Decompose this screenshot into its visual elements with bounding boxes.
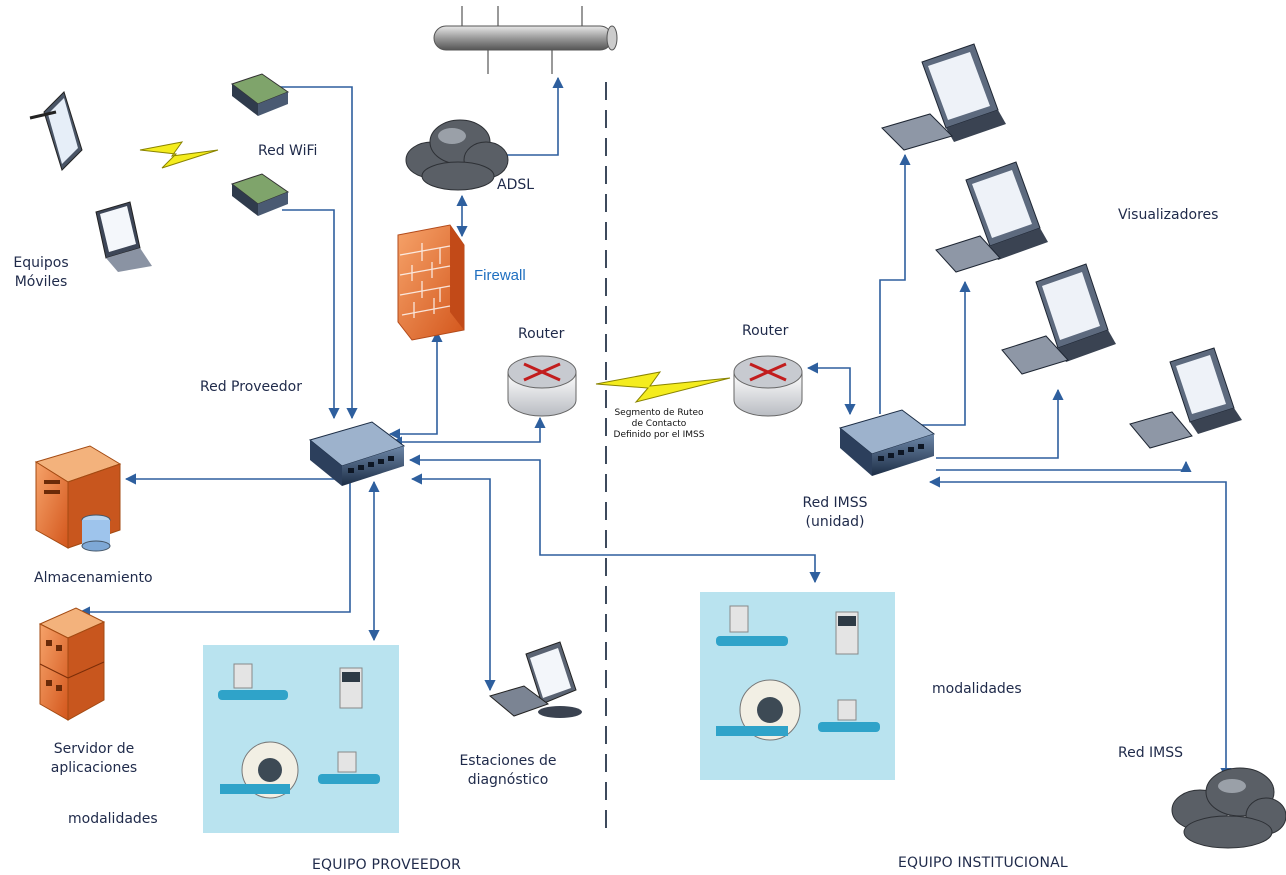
label-red-imss: Red IMSS: [1118, 745, 1184, 761]
label-almacenamiento: Almacenamiento: [34, 570, 153, 586]
link-adsl-pipe: [502, 76, 564, 156]
label-red-imss-unidad-1: Red IMSS: [802, 495, 868, 511]
red-imss-cloud-icon: [1171, 767, 1286, 849]
router-left-icon: [507, 355, 577, 417]
label-servidor-2: aplicaciones: [50, 759, 138, 776]
pc-icon-3: [1001, 263, 1116, 375]
bed-icon-3: [716, 605, 788, 646]
link-switch-pc1: [879, 153, 911, 414]
link-switch-imss-cloud: [928, 476, 1232, 780]
cart-icon-1: [339, 667, 363, 709]
switch-left-icon: [308, 421, 406, 486]
pc-icon-2: [935, 161, 1048, 273]
link-router-switch-right: [806, 362, 856, 416]
label-servidor: Servidor de aplicaciones: [38, 740, 150, 778]
bed-icon-1: [218, 663, 288, 700]
laptop-icon: [95, 201, 152, 272]
label-segmento-1: Segmento de Ruteo: [614, 408, 704, 418]
link-switch-pc2: [908, 280, 971, 426]
label-segmento-2: de Contacto: [631, 418, 687, 429]
label-equipos: Equipos: [13, 255, 69, 271]
tablet-icon: [29, 91, 83, 171]
label-segmento: Segmento de Ruteo de Contacto Definido p…: [604, 408, 714, 440]
ct-scanner-icon: [220, 741, 299, 799]
label-equipo-institucional: EQUIPO INSTITUCIONAL: [898, 855, 1068, 871]
storage-server-icon: [34, 445, 122, 552]
wireless-lightning-icon: [139, 141, 219, 169]
wifi-router-icon-2: [230, 173, 290, 216]
link-switch-pc3: [936, 388, 1064, 459]
label-modalidades-right: modalidades: [932, 681, 1022, 697]
label-router-left: Router: [518, 326, 565, 342]
switch-right-icon: [838, 409, 936, 476]
modalities-panel-left: [203, 645, 399, 833]
label-segmento-3: Definido por el IMSS: [613, 429, 705, 440]
label-visualizadores: Visualizadores: [1118, 207, 1219, 223]
connections: [78, 76, 1232, 780]
link-firewall-switch: [388, 330, 443, 440]
bed-icon-2: [318, 751, 380, 784]
link-switch-stations: [410, 473, 496, 692]
cart-icon-2: [835, 611, 859, 655]
link-switch-modalities-right: [408, 454, 821, 584]
link-wifi2-switch: [282, 209, 340, 420]
label-red-imss-unidad: Red IMSS (unidad): [790, 494, 880, 532]
application-server-icon: [38, 607, 106, 721]
label-red-proveedor: Red Proveedor: [200, 379, 302, 395]
label-equipo-proveedor: EQUIPO PROVEEDOR: [312, 857, 462, 873]
link-switch-pc4: [936, 460, 1192, 473]
pc-icon-4: [1129, 347, 1242, 449]
label-equipos-moviles: Equipos Móviles: [6, 254, 76, 292]
pc-icon-1: [881, 43, 1006, 151]
ct-scanner-icon-right: [716, 679, 801, 741]
label-moviles: Móviles: [14, 273, 68, 290]
label-estaciones: Estaciones de diagnóstico: [448, 752, 568, 790]
bed-icon-4: [818, 699, 880, 732]
label-estaciones-1: Estaciones de: [459, 753, 557, 769]
label-red-imss-unidad-2: (unidad): [805, 513, 865, 530]
link-switch-server: [78, 482, 351, 618]
diagnostic-workstation-icon: [488, 641, 582, 718]
label-firewall: Firewall: [474, 267, 526, 284]
label-modalidades-left: modalidades: [68, 811, 158, 827]
link-wifi1-switch: [280, 86, 358, 420]
wan-lightning-icon: [595, 371, 731, 403]
wifi-router-icon-1: [230, 73, 290, 116]
label-estaciones-2: diagnóstico: [467, 771, 549, 788]
router-right-icon: [733, 355, 803, 417]
adsl-cloud-icon: [405, 119, 509, 191]
modalities-panel-right: [700, 592, 895, 780]
internet-pipe: [433, 6, 618, 74]
label-red-wifi: Red WiFi: [258, 143, 318, 159]
label-servidor-1: Servidor de: [53, 741, 135, 757]
firewall-icon: [397, 224, 465, 341]
label-router-right: Router: [742, 323, 789, 339]
link-switch-router: [390, 416, 546, 448]
label-adsl: ADSL: [497, 177, 535, 193]
